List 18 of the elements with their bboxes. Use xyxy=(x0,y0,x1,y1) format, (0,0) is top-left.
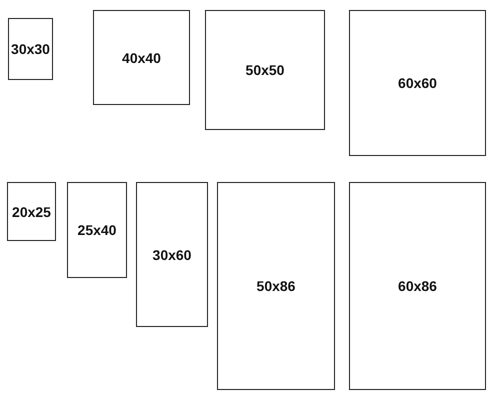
size-label: 40x40 xyxy=(122,50,161,66)
size-label: 50x86 xyxy=(256,278,296,294)
size-label: 25x40 xyxy=(78,222,116,238)
size-label: 60x86 xyxy=(398,278,437,294)
size-label: 60x60 xyxy=(398,75,437,91)
size-label: 50x50 xyxy=(246,62,284,78)
size-box xyxy=(67,182,127,278)
size-label: 30x30 xyxy=(11,41,50,57)
size-box xyxy=(217,182,335,390)
size-box xyxy=(8,18,53,80)
size-label: 20x25 xyxy=(12,204,51,220)
size-box xyxy=(93,10,190,105)
size-label: 30x60 xyxy=(152,246,192,262)
size-box xyxy=(205,10,325,130)
size-box xyxy=(349,182,486,390)
size-box xyxy=(349,10,486,156)
size-box xyxy=(7,182,56,241)
size-box xyxy=(136,182,208,327)
